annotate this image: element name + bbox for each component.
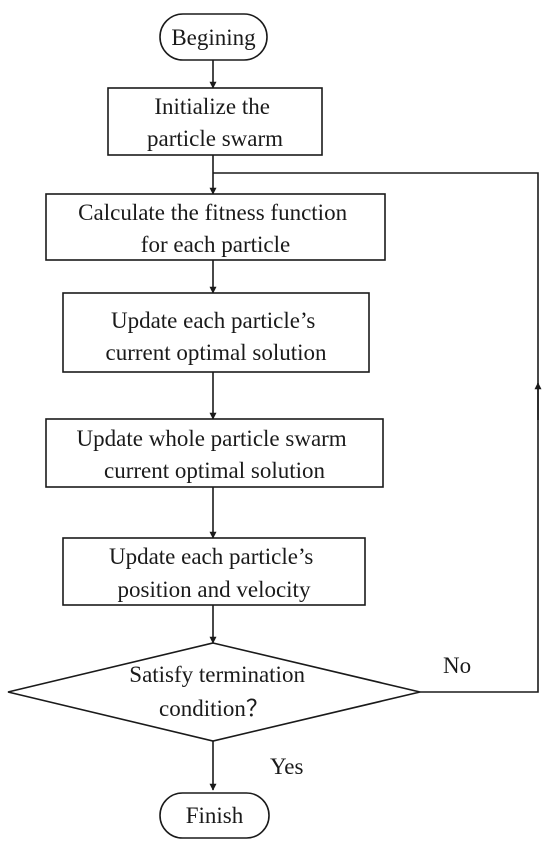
process-shape-personal-best bbox=[62, 292, 370, 373]
svg-text:Begining: Begining bbox=[171, 25, 256, 50]
personal-best-line-1: Update each particle’s bbox=[111, 308, 315, 333]
init-line-1: Initialize the bbox=[154, 94, 270, 119]
svg-text:Update whole particle swarm: Update whole particle swarm current opti… bbox=[77, 426, 353, 483]
node-init: Initialize the particle swarm bbox=[107, 87, 323, 156]
decision-shape bbox=[7, 642, 421, 742]
finish-label: Finish bbox=[186, 803, 244, 828]
position-velocity-line-1: Update each particle’s bbox=[109, 544, 313, 569]
begin-label: Begining bbox=[171, 25, 256, 50]
terminal-shape-finish bbox=[159, 792, 270, 839]
svg-text:Initialize the particle: Initialize the particle swarm bbox=[147, 94, 283, 151]
position-velocity-line-2: position and velocity bbox=[118, 577, 311, 602]
svg-text:Satisfy termination cond: Satisfy termination condition？ bbox=[129, 662, 310, 721]
svg-text:Update each particle’s c: Update each particle’s current optimal s… bbox=[105, 308, 327, 365]
process-shape-fitness bbox=[45, 193, 386, 261]
node-fitness: Calculate the fitness function for each … bbox=[45, 193, 386, 261]
fitness-line-1: Calculate the fitness function bbox=[78, 200, 347, 225]
global-best-line-2: current optimal solution bbox=[104, 458, 326, 483]
node-begin: Begining bbox=[159, 13, 268, 61]
decision-line-1: Satisfy termination bbox=[129, 662, 305, 687]
node-position-velocity: Update each particle’s position and velo… bbox=[62, 537, 366, 606]
process-shape-global-best bbox=[45, 418, 384, 488]
edges bbox=[209, 60, 542, 791]
edge-label-yes: Yes bbox=[270, 754, 304, 779]
edge-label-no: No bbox=[443, 653, 471, 678]
personal-best-line-2: current optimal solution bbox=[105, 340, 327, 365]
global-best-line-1: Update whole particle swarm bbox=[77, 426, 347, 451]
decision-line-2: condition？ bbox=[159, 696, 269, 721]
svg-text:Update each particle’s p: Update each particle’s position and velo… bbox=[109, 544, 319, 602]
fitness-line-2: for each particle bbox=[141, 232, 290, 257]
init-line-2: particle swarm bbox=[147, 126, 283, 151]
svg-text:Calculate the fitness function: Calculate the fitness function for each … bbox=[78, 200, 353, 257]
process-shape-position-velocity bbox=[62, 537, 366, 606]
node-global-best: Update whole particle swarm current opti… bbox=[45, 418, 384, 488]
process-shape-init bbox=[107, 87, 323, 156]
node-finish: Finish bbox=[159, 792, 270, 839]
edge-loop-back-no bbox=[213, 172, 539, 693]
svg-text:Finish: Finish bbox=[186, 803, 244, 828]
node-decision: Satisfy termination condition？ bbox=[7, 642, 421, 742]
terminal-shape-begin bbox=[159, 13, 268, 61]
node-personal-best: Update each particle’s current optimal s… bbox=[62, 292, 370, 373]
